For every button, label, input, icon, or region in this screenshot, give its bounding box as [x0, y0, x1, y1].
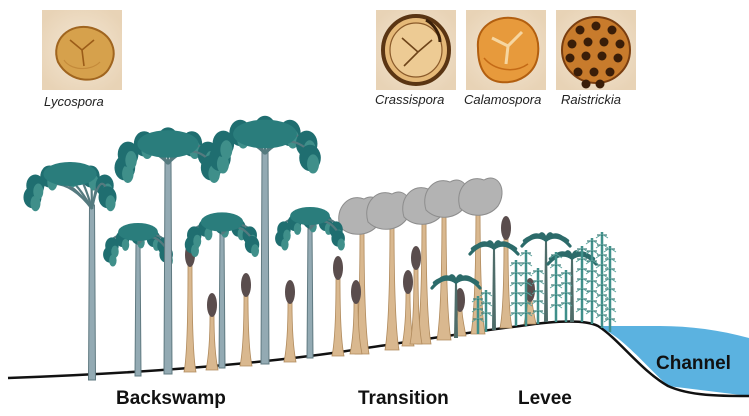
- spore-label-raistrickia: Raistrickia: [561, 92, 621, 107]
- lepidodendron-tree: [23, 162, 116, 380]
- calamites-stem: [550, 252, 562, 322]
- lepidodendron-trees: [23, 116, 344, 380]
- sigillaria-tree: [206, 293, 218, 370]
- spore-lycospora-image: [42, 10, 122, 90]
- zone-label-levee: Levee: [518, 388, 572, 410]
- spore-label-calamospora: Calamospora: [464, 92, 541, 107]
- lepidodendron-tree: [114, 127, 221, 374]
- zone-label-transition: Transition: [358, 388, 449, 410]
- spore-raistrickia-image: [556, 10, 636, 90]
- calamites-stem: [586, 238, 598, 324]
- spore-crassispora-image: [376, 10, 456, 90]
- sigillaria-tree: [332, 256, 344, 356]
- sigillaria-tree: [284, 280, 296, 362]
- zone-label-backswamp: Backswamp: [116, 388, 226, 410]
- spore-label-lycospora: Lycospora: [44, 94, 104, 109]
- sigillaria-tree: [500, 216, 512, 328]
- calamites-stem: [604, 246, 616, 332]
- zone-label-channel: Channel: [656, 353, 731, 375]
- spore-calamospora-image: [466, 10, 546, 90]
- sigillaria-tree: [240, 273, 252, 366]
- sigillaria-tree: [184, 243, 196, 372]
- spore-label-crassispora: Crassispora: [375, 92, 444, 107]
- lepidodendron-tree: [209, 116, 321, 364]
- lepidodendron-tree: [103, 223, 173, 376]
- sigillaria-tree: [410, 246, 422, 344]
